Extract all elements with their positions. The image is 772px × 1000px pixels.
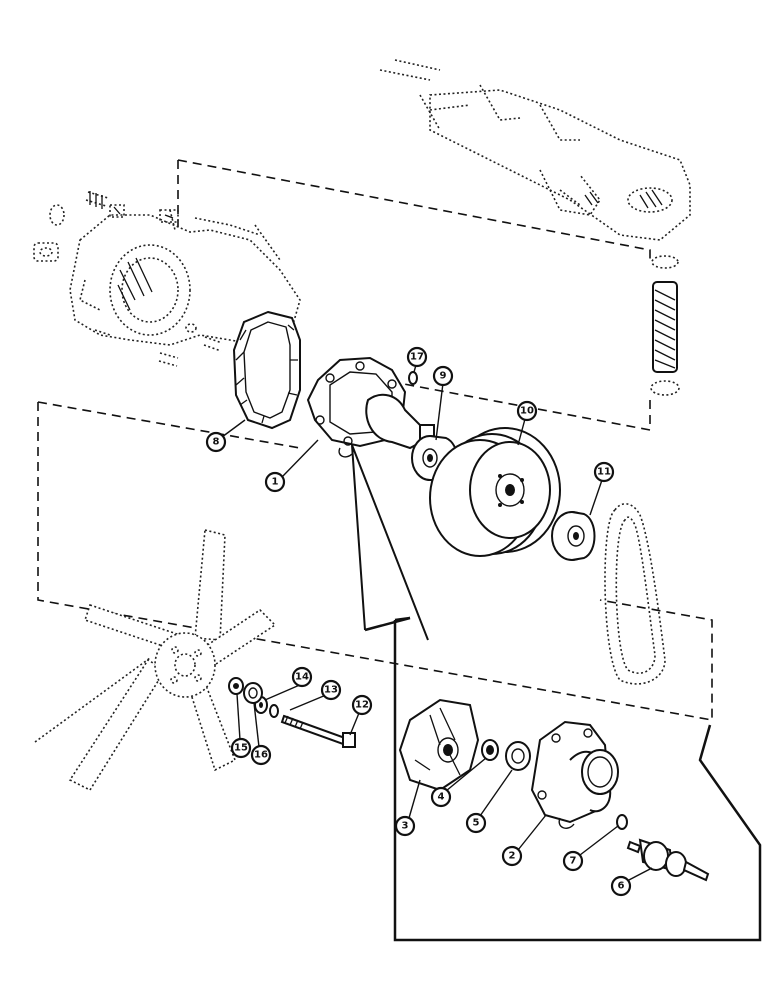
callout-9: 9	[432, 365, 454, 387]
callout-3: 3	[394, 815, 416, 837]
svg-text:1: 1	[272, 477, 279, 488]
svg-text:13: 13	[324, 685, 338, 696]
svg-text:12: 12	[355, 700, 369, 711]
callout-4: 4	[430, 786, 452, 808]
callout-11: 11	[593, 461, 615, 483]
impeller	[398, 698, 480, 792]
svg-text:6: 6	[618, 881, 625, 892]
callout-12: 12	[351, 694, 373, 716]
bypass-hose	[650, 255, 680, 396]
fan-belt	[604, 503, 666, 685]
fan-assembly-dashed-boundary	[37, 401, 713, 721]
svg-text:9: 9	[440, 371, 447, 382]
svg-text:10: 10	[520, 406, 534, 417]
callout-8: 8	[205, 431, 227, 453]
svg-text:17: 17	[410, 352, 424, 363]
fan-bolt	[280, 714, 356, 748]
svg-text:7: 7	[570, 856, 577, 867]
callout-16: 16	[250, 744, 272, 766]
leader-lines	[221, 364, 653, 882]
callout-6: 6	[610, 875, 632, 897]
svg-text:4: 4	[438, 792, 445, 803]
svg-text:16: 16	[254, 750, 268, 761]
svg-text:8: 8	[213, 437, 220, 448]
svg-text:14: 14	[295, 672, 309, 683]
gasket	[232, 310, 301, 430]
callout-17: 17	[406, 346, 428, 368]
svg-text:5: 5	[473, 818, 480, 829]
fan-spacer	[551, 511, 596, 561]
fan-nut-small	[228, 677, 244, 695]
svg-text:3: 3	[402, 821, 409, 832]
callout-14: 14	[291, 666, 313, 688]
upper-assembly-dashed-boundary	[177, 159, 651, 431]
svg-text:15: 15	[234, 743, 248, 754]
water-manifold	[379, 59, 691, 241]
housing-small-parts	[33, 191, 223, 367]
callout-7: 7	[562, 850, 584, 872]
small-plug	[408, 371, 418, 385]
svg-text:11: 11	[597, 467, 611, 478]
seal-seat	[505, 741, 531, 771]
cooling-fan	[34, 528, 277, 792]
pump-pulley	[429, 427, 561, 557]
water-pump-body	[306, 356, 435, 458]
callout-5: 5	[465, 812, 487, 834]
retainer-ring	[616, 814, 628, 830]
fan-nut-large	[243, 682, 263, 704]
shaft-and-bearing	[626, 838, 710, 882]
inset-box	[351, 444, 762, 942]
callout-1: 1	[264, 471, 286, 493]
engine-front-housing	[69, 209, 301, 346]
pump-seal	[481, 739, 499, 761]
callout-10: 10	[516, 400, 538, 422]
pump-body-inset	[530, 720, 619, 829]
callout-2: 2	[501, 845, 523, 867]
callout-13: 13	[320, 679, 342, 701]
lock-washer	[269, 704, 279, 718]
svg-text:2: 2	[509, 851, 516, 862]
callout-15: 15	[230, 737, 252, 759]
